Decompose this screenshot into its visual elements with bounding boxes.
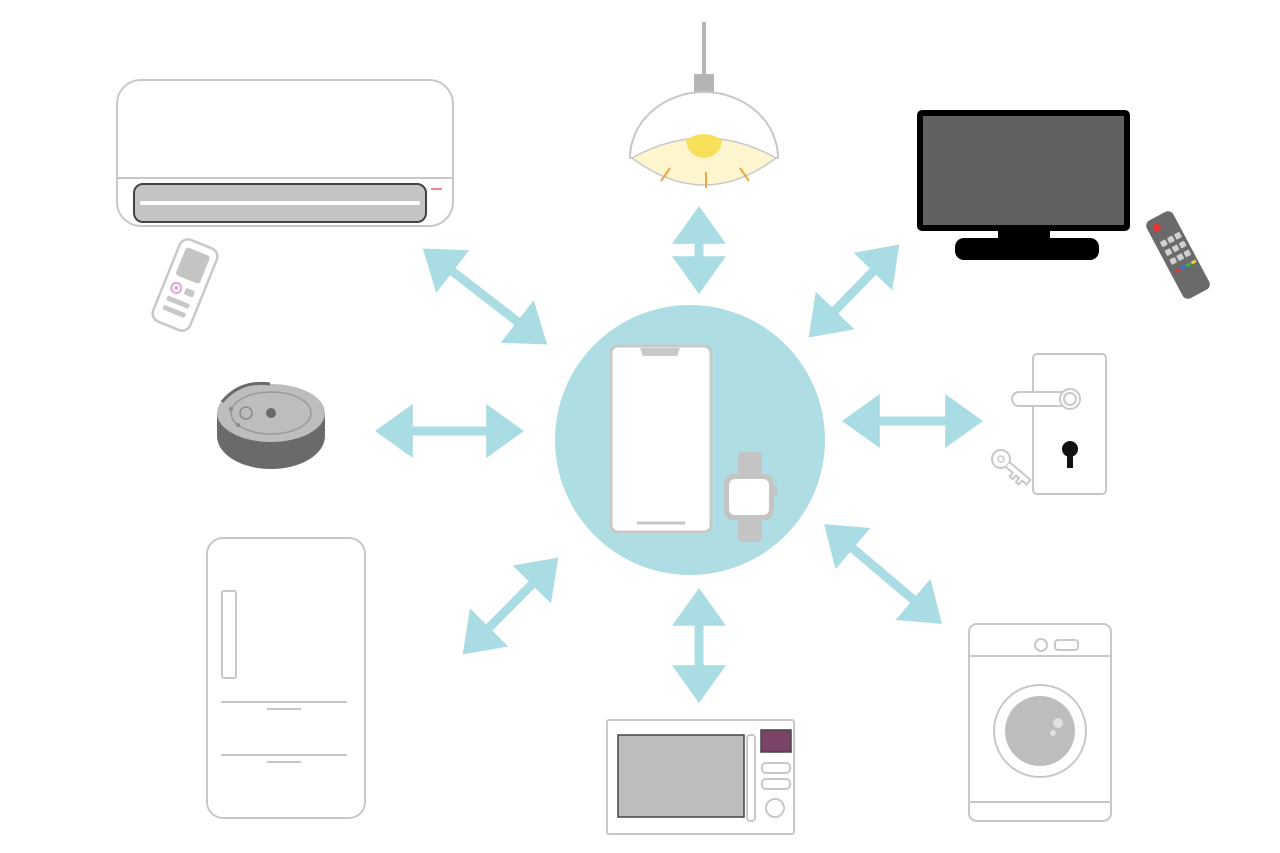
smartwatch-icon	[724, 452, 777, 542]
ac-remote-icon	[151, 238, 219, 332]
air-conditioner-icon	[116, 79, 454, 227]
arrow-ac	[422, 248, 548, 345]
tv-remote-icon	[1146, 211, 1210, 299]
robot-vacuum-icon	[217, 381, 325, 469]
washing-machine-icon	[968, 623, 1112, 822]
arrow-washer	[824, 524, 942, 624]
refrigerator-icon	[206, 537, 366, 819]
arrow-tv	[808, 244, 900, 338]
connector-arrows	[375, 206, 983, 703]
microwave-icon	[606, 719, 795, 835]
smart-door-lock-icon	[1011, 353, 1107, 495]
smartphone-icon	[609, 344, 713, 534]
television-icon	[917, 110, 1130, 260]
arrow-fridge	[462, 557, 559, 655]
ceiling-light-icon	[628, 22, 780, 188]
hub	[555, 305, 825, 575]
key-icon	[991, 449, 1032, 486]
